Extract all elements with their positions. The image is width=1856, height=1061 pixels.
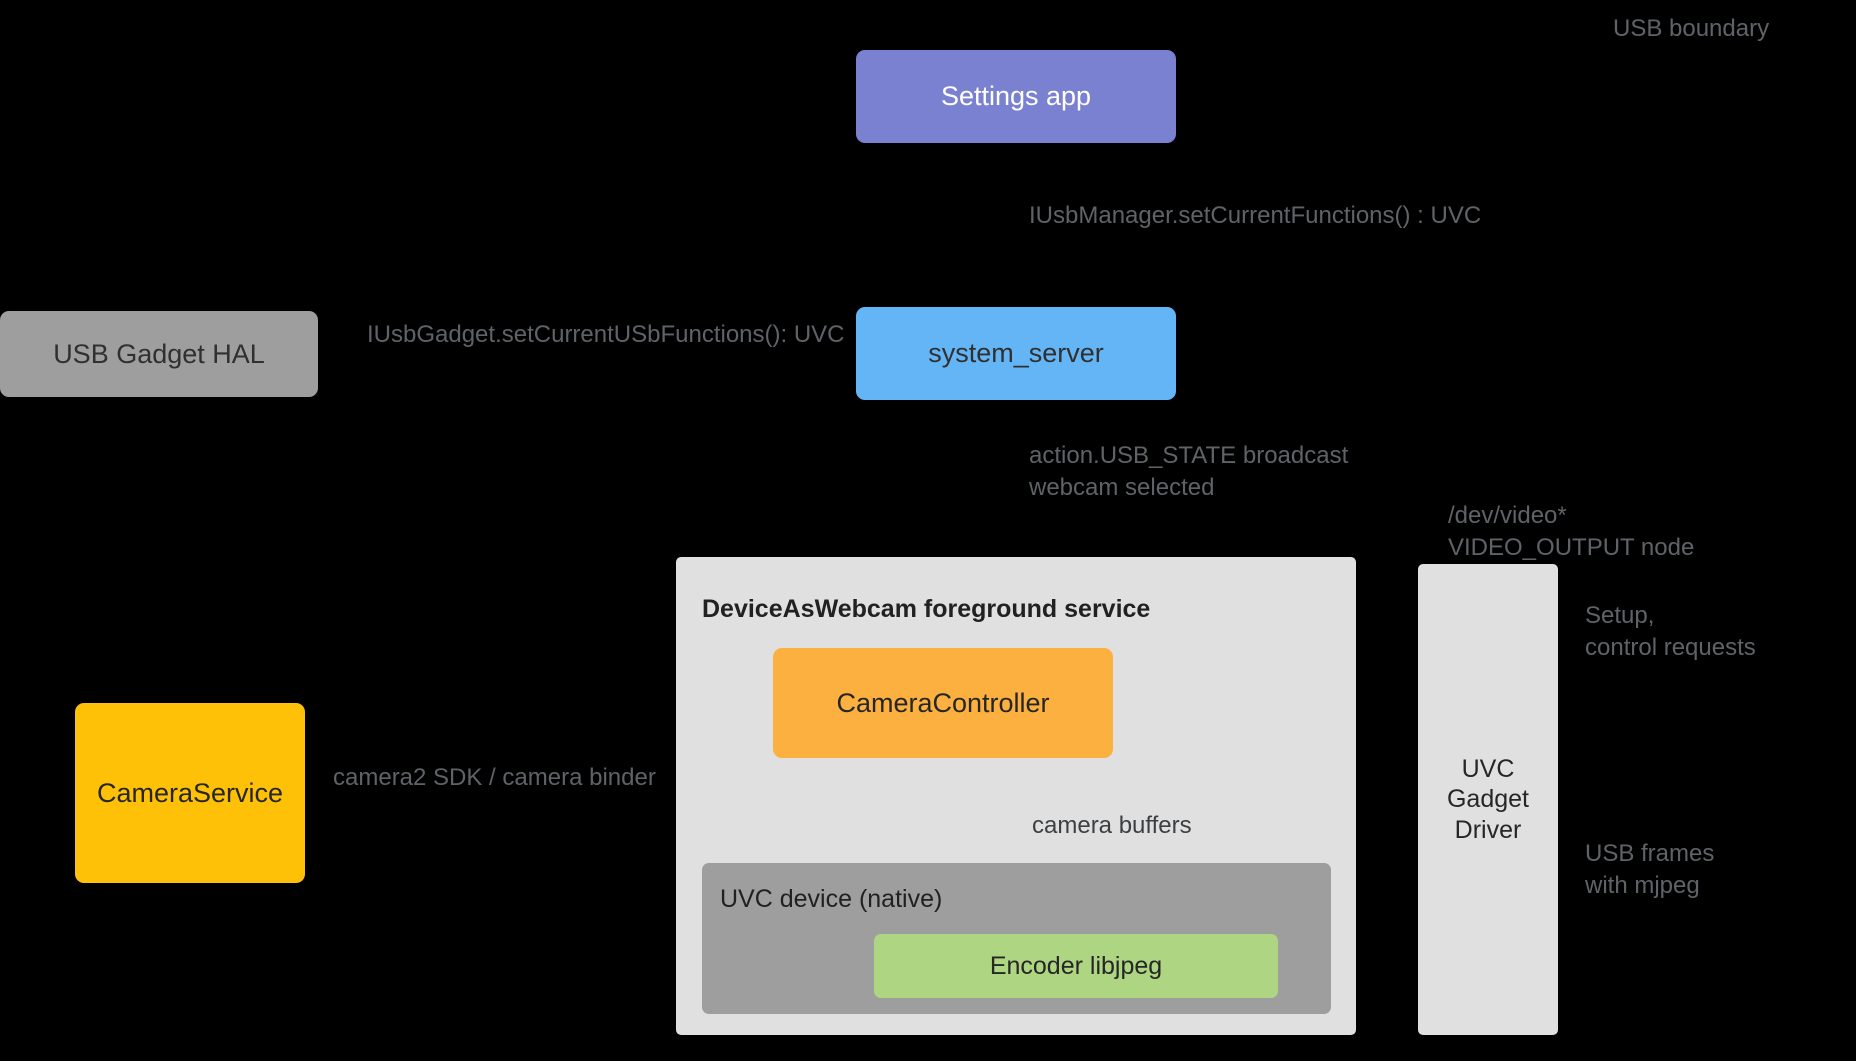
uvc-gadget-driver-line-2: Gadget xyxy=(1446,785,1529,814)
node-system-server[interactable]: system_server xyxy=(856,307,1176,400)
label-camera-buffers: camera buffers xyxy=(1032,812,1192,839)
label-iusbgadget-call: IUsbGadget.setCurrentUSbFunctions(): UVC xyxy=(367,321,845,348)
foreground-service-title: DeviceAsWebcam foreground service xyxy=(702,595,1151,623)
label-iusbmanager-call: IUsbManager.setCurrentFunctions() : UVC xyxy=(1029,202,1482,229)
node-camera-service[interactable]: CameraService xyxy=(75,703,305,883)
label-setup-control-requests: Setup, control requests xyxy=(1585,602,1756,661)
label-usb-state-broadcast: action.USB_STATE broadcast webcam select… xyxy=(1029,442,1349,501)
node-usb-gadget-hal[interactable]: USB Gadget HAL xyxy=(0,311,318,397)
label-usb-frames-mjpeg: USB frames with mjpeg xyxy=(1585,840,1715,899)
node-settings-app[interactable]: Settings app xyxy=(856,50,1176,143)
uvc-gadget-driver-line-3: Driver xyxy=(1454,815,1522,844)
node-encoder-libjpeg[interactable]: Encoder libjpeg xyxy=(874,934,1278,998)
node-camera-controller[interactable]: CameraController xyxy=(773,648,1113,758)
label-usb-boundary: USB boundary xyxy=(1613,15,1770,42)
uvc-gadget-driver-line-1: UVC xyxy=(1461,754,1515,783)
label-dev-video-node: /dev/video* VIDEO_OUTPUT node xyxy=(1448,502,1695,561)
uvc-device-native-title: UVC device (native) xyxy=(720,885,943,913)
node-uvc-gadget-driver[interactable]: UVC Gadget Driver xyxy=(1418,564,1558,1035)
label-camera2-sdk: camera2 SDK / camera binder xyxy=(333,764,656,791)
